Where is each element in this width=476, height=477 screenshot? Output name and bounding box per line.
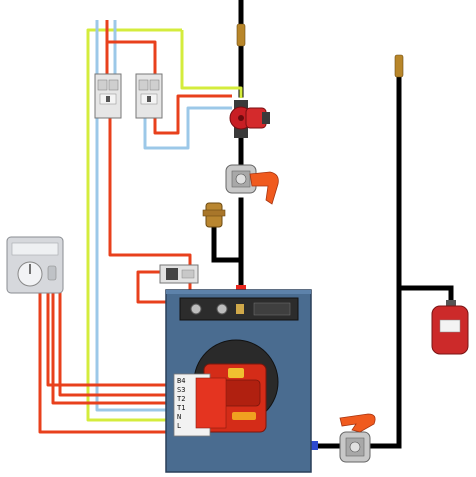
terminal-label-t1: T1	[177, 404, 185, 412]
valve-handle	[339, 413, 376, 433]
terminal-label-l: L	[177, 422, 181, 430]
terminal-label-s3: S3	[177, 386, 185, 394]
safety-valve-branch	[211, 225, 244, 263]
boiler: B4 S3 T2 T1 N L	[165, 289, 312, 473]
room-thermostat	[6, 236, 64, 294]
flow-valve	[225, 164, 279, 205]
expansion-vessel	[431, 300, 469, 355]
right-pipe-fitting	[394, 54, 404, 78]
flow-connector-red	[236, 285, 246, 291]
return-pipe	[317, 67, 454, 449]
neutral-wires	[95, 20, 232, 412]
terminal-label-n: N	[177, 413, 181, 421]
breaker-1	[94, 73, 122, 119]
boiler-control-panel	[179, 297, 299, 321]
return-valve	[339, 413, 376, 463]
terminal-label-b4: B4	[177, 377, 185, 385]
terminal-labels: B4 S3 T2 T1 N L	[177, 377, 185, 430]
terminal-block: B4 S3 T2 T1 N L	[173, 373, 227, 437]
pipes	[211, 0, 454, 449]
circuit-breakers	[94, 73, 163, 119]
top-pipe-fitting	[236, 23, 246, 47]
safety-valve	[202, 202, 226, 228]
return-connector-blue	[310, 441, 318, 450]
pipe-end-fittings	[236, 23, 404, 78]
terminal-label-t2: T2	[177, 395, 185, 403]
earth-wires	[86, 28, 243, 422]
control-relay	[159, 264, 199, 284]
valve-handle	[249, 171, 279, 205]
circulation-pump	[229, 100, 270, 138]
breaker-2	[135, 73, 163, 119]
